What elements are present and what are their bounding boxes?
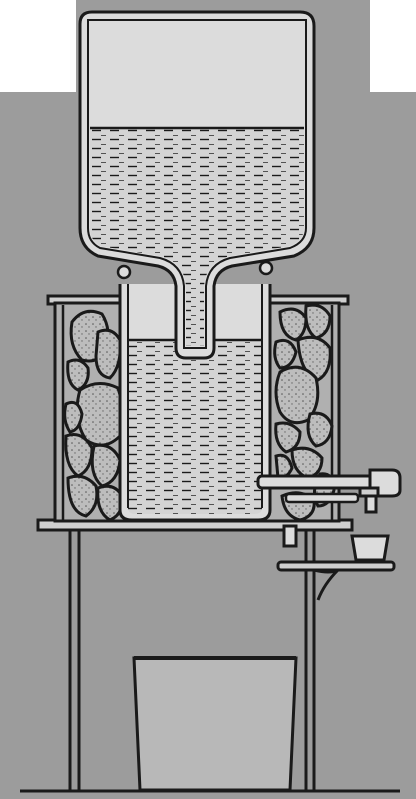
ice-stones <box>65 311 123 520</box>
waste-pail <box>134 658 296 790</box>
cup <box>352 536 388 560</box>
